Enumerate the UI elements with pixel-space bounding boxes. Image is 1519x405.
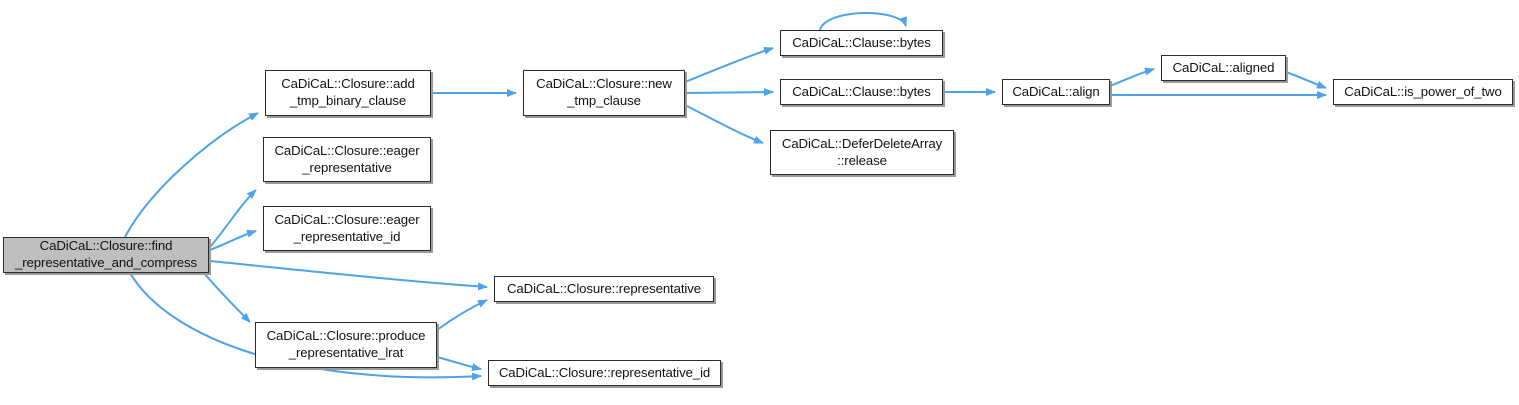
graph-node-clause_bytes_1[interactable]: CaDiCaL::Clause::bytes xyxy=(780,30,943,56)
graph-edge-produce_representative_lrat-to-representative xyxy=(436,299,488,331)
graph-edge-new_tmp_clause-to-defer_delete_array_release xyxy=(684,104,764,144)
graph-node-label: CaDiCaL::is_power_of_two xyxy=(1344,83,1502,99)
graph-edge-produce_representative_lrat-to-representative_id xyxy=(436,356,482,372)
graph-edge-find-to-representative xyxy=(209,260,488,291)
graph-edge-find-to-add_tmp_binary_clause xyxy=(124,112,259,238)
graph-edge-align-to-aligned xyxy=(1109,67,1155,87)
graph-node-label: CaDiCaL::Closure::representative xyxy=(507,280,701,296)
graph-node-representative_id[interactable]: CaDiCaL::Closure::representative_id xyxy=(488,360,721,386)
graph-node-eager_representative_id[interactable]: CaDiCaL::Closure::eager _representative_… xyxy=(263,206,431,251)
graph-node-label: CaDiCaL::DeferDeleteArray ::release xyxy=(781,135,943,168)
graph-node-new_tmp_clause[interactable]: CaDiCaL::Closure::new _tmp_clause xyxy=(523,70,685,116)
graph-node-label: CaDiCaL::align xyxy=(1012,83,1100,99)
graph-node-label: CaDiCaL::aligned xyxy=(1172,59,1275,75)
graph-node-label: CaDiCaL::Clause::bytes xyxy=(792,34,931,50)
graph-edge-find-to-produce_representative_lrat xyxy=(203,272,251,323)
graph-node-label: CaDiCaL::Closure::representative_id xyxy=(498,364,711,380)
graph-node-label: CaDiCaL::Clause::bytes xyxy=(792,83,931,99)
graph-node-clause_bytes_2[interactable]: CaDiCaL::Clause::bytes xyxy=(780,79,943,105)
graph-node-label: CaDiCaL::Closure::new _tmp_clause xyxy=(536,76,672,108)
graph-node-eager_representative[interactable]: CaDiCaL::Closure::eager _representative xyxy=(263,137,431,182)
graph-node-label: CaDiCaL::Closure::add _tmp_binary_clause xyxy=(281,76,415,108)
graph-edge-find-to-eager_representative xyxy=(209,189,257,248)
graph-node-label: CaDiCaL::Closure::eager _representative xyxy=(274,142,420,175)
graph-edge-clause_bytes_1-to-clause_bytes_1 xyxy=(819,11,907,31)
graph-node-defer_delete_array_release[interactable]: CaDiCaL::DeferDeleteArray ::release xyxy=(770,130,954,175)
graph-node-produce_representative_lrat[interactable]: CaDiCaL::Closure::produce _representativ… xyxy=(255,322,437,368)
graph-edge-new_tmp_clause-to-clause_bytes_1 xyxy=(684,46,774,83)
graph-node-align[interactable]: CaDiCaL::align xyxy=(1002,79,1110,105)
graph-edge-new_tmp_clause-to-clause_bytes_2 xyxy=(684,88,774,97)
graph-edge-aligned-to-is_power_of_two xyxy=(1285,71,1327,89)
graph-node-is_power_of_two[interactable]: CaDiCaL::is_power_of_two xyxy=(1333,79,1513,105)
graph-node-representative[interactable]: CaDiCaL::Closure::representative xyxy=(494,276,714,302)
graph-node-label: CaDiCaL::Closure::find _representative_a… xyxy=(15,238,197,270)
graph-node-label: CaDiCaL::Closure::eager _representative_… xyxy=(274,211,420,244)
graph-edge-find-to-eager_representative_id xyxy=(209,229,257,251)
graph-node-find[interactable]: CaDiCaL::Closure::find _representative_a… xyxy=(3,237,209,273)
graph-node-label: CaDiCaL::Closure::produce _representativ… xyxy=(266,328,426,360)
graph-node-aligned[interactable]: CaDiCaL::aligned xyxy=(1161,55,1286,81)
graph-node-add_tmp_binary_clause[interactable]: CaDiCaL::Closure::add _tmp_binary_clause xyxy=(265,70,431,116)
